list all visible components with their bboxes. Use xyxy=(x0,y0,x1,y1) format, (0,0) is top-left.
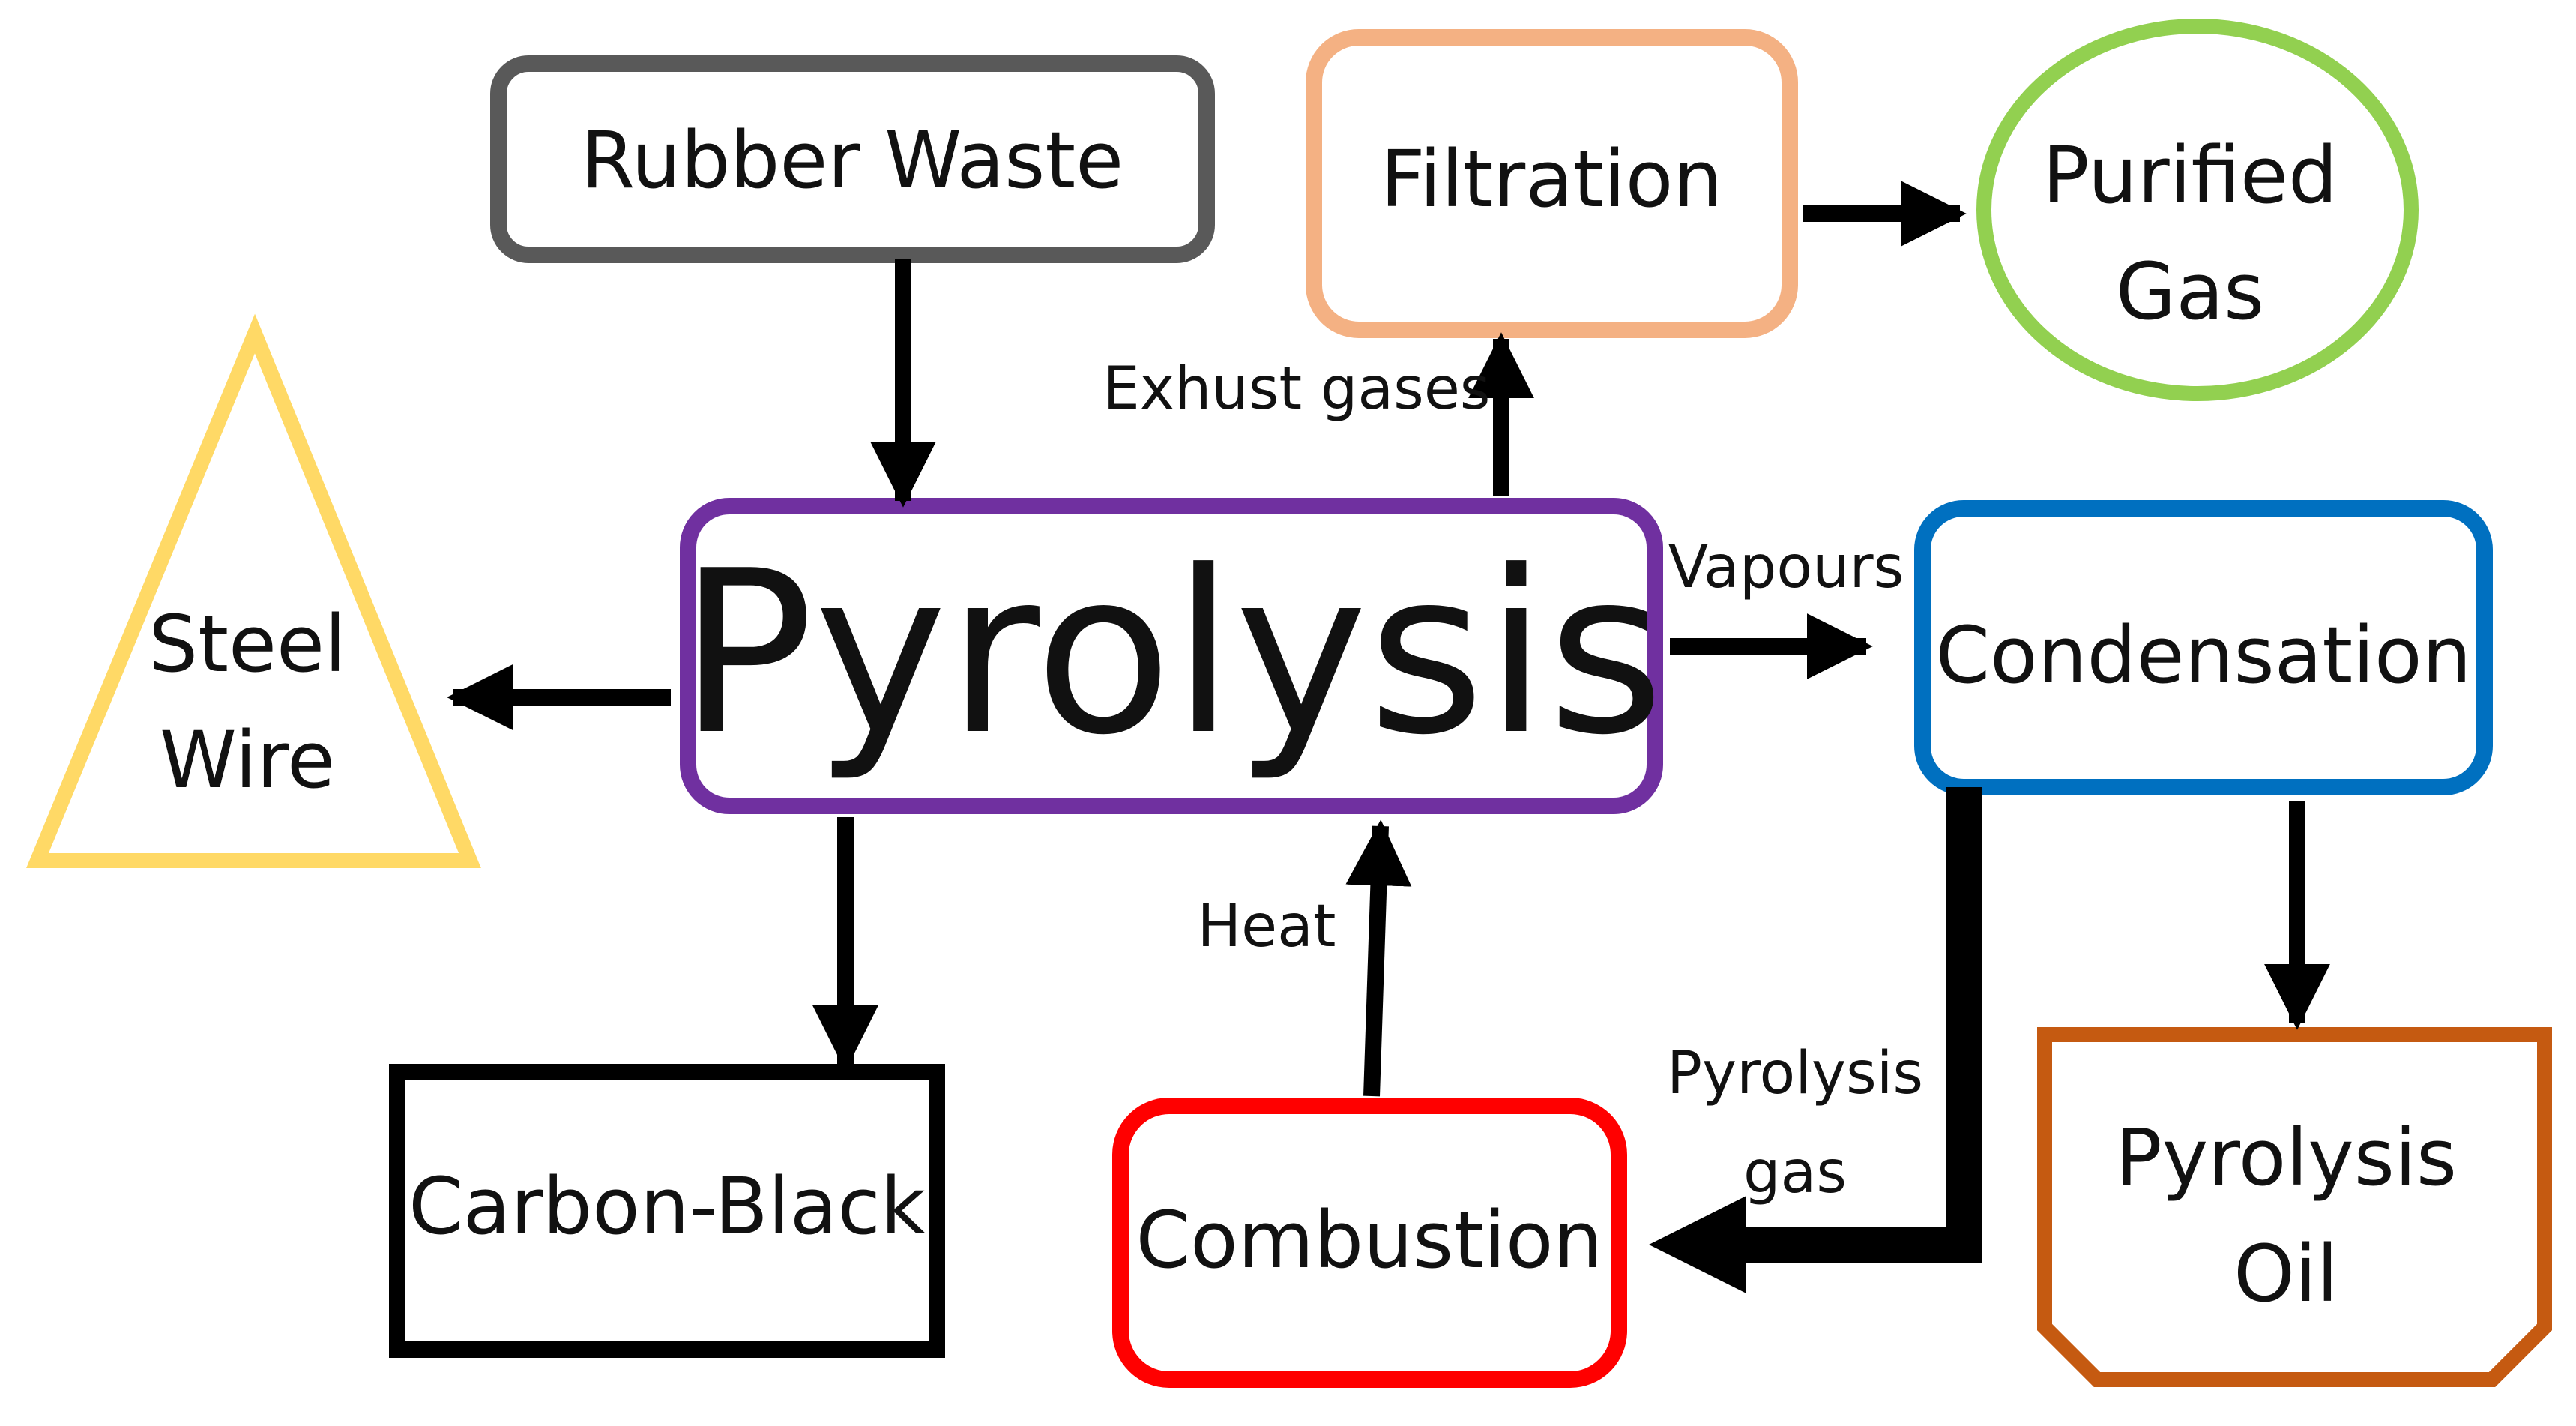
steel-wire-triangle xyxy=(26,313,481,868)
steel-wire-line2: Wire xyxy=(160,714,335,806)
node-filtration: Filtration xyxy=(1306,29,1798,338)
edge-label-exhaust: Exhust gases xyxy=(1103,355,1491,423)
rubber-waste-box xyxy=(490,55,1215,263)
filtration-box xyxy=(1306,29,1798,338)
arrow-condensation-to-combustion-head xyxy=(1649,1196,1746,1293)
carbon-black-label: Carbon-Black xyxy=(408,1161,926,1252)
node-pyrolysis-oil: Pyrolysis Oil xyxy=(2037,1027,2552,1387)
purified-gas-line1: Purified xyxy=(2042,130,2338,221)
edge-labels: Exhust gases Vapours Heat Pyrolysis gas xyxy=(1103,355,1923,1206)
edge-label-pyrolysis-gas-line1: Pyrolysis xyxy=(1667,1040,1923,1107)
filtration-label: Filtration xyxy=(1381,133,1723,225)
pyrolysis-label: Pyrolysis xyxy=(678,523,1665,784)
edge-label-heat: Heat xyxy=(1197,893,1336,960)
node-steel-wire: Steel Wire xyxy=(26,313,481,868)
condensation-box xyxy=(1914,500,2493,795)
arrow-condensation-to-combustion-line xyxy=(1739,787,1982,1263)
carbon-black-box xyxy=(389,1064,945,1358)
edge-label-pyrolysis-gas-line2: gas xyxy=(1743,1139,1847,1206)
pyrolysis-oil-shape xyxy=(2037,1027,2552,1387)
node-rubber-waste: Rubber Waste xyxy=(490,55,1215,263)
pyrolysis-oil-line1: Pyrolysis xyxy=(2115,1112,2457,1203)
combustion-box xyxy=(1112,1098,1627,1388)
node-purified-gas: Purified Gas xyxy=(1976,19,2419,401)
arrows xyxy=(447,181,2330,1293)
condensation-label: Condensation xyxy=(1935,610,2471,701)
purified-gas-line2: Gas xyxy=(2116,246,2265,337)
rubber-waste-label: Rubber Waste xyxy=(581,115,1123,206)
pyrolysis-oil-line2: Oil xyxy=(2233,1228,2338,1320)
node-condensation: Condensation xyxy=(1914,500,2493,795)
node-pyrolysis: Pyrolysis xyxy=(678,498,1665,814)
node-carbon-black: Carbon-Black xyxy=(389,1064,945,1358)
combustion-label: Combustion xyxy=(1136,1194,1603,1286)
purified-gas-ellipse xyxy=(1976,19,2419,401)
node-combustion: Combustion xyxy=(1112,1098,1627,1388)
pyrolysis-box xyxy=(680,498,1663,814)
steel-wire-line1: Steel xyxy=(148,598,346,690)
arrow-combustion-to-pyrolysis xyxy=(1345,819,1412,1097)
edge-label-vapours: Vapours xyxy=(1668,534,1904,601)
